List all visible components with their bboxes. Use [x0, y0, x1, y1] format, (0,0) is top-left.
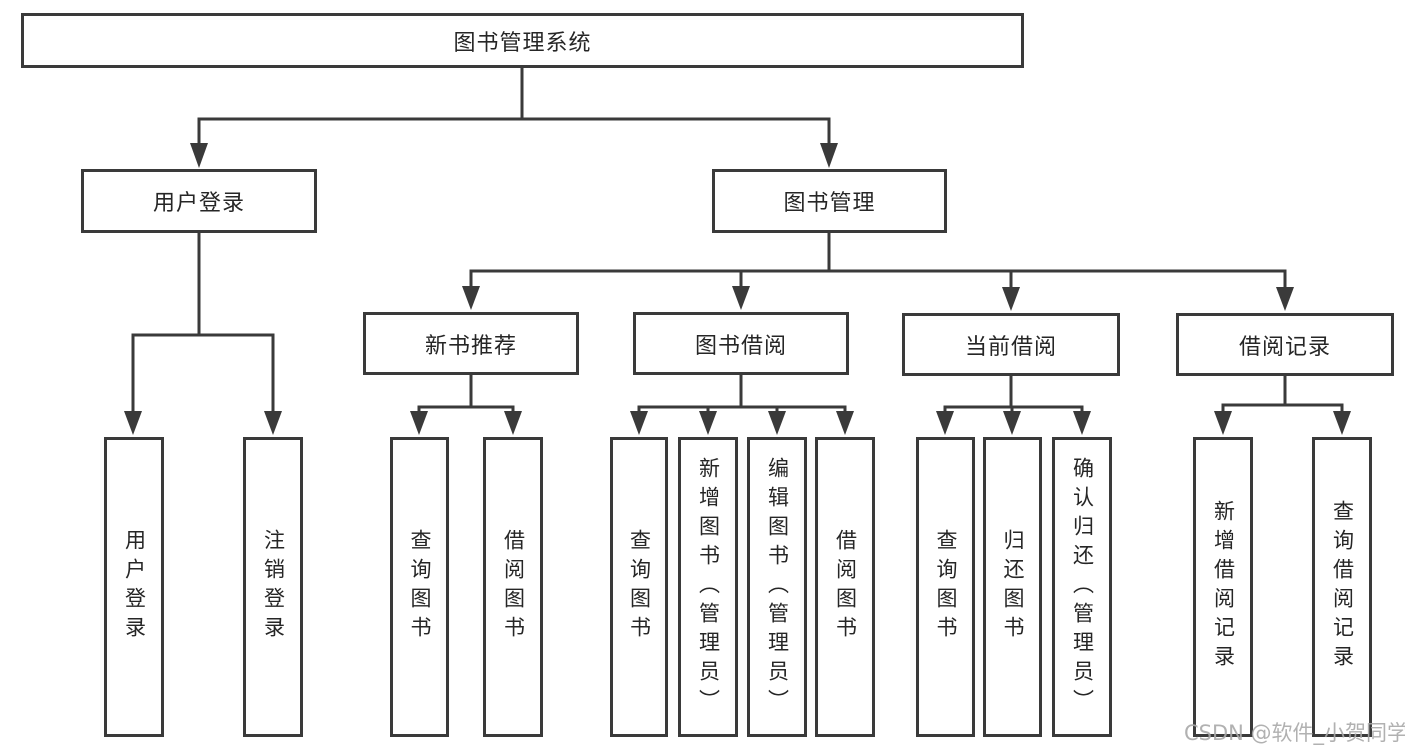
node-leaf-user-login: 用户登录	[104, 437, 164, 737]
node-book-borrowing-label: 图书借阅	[694, 333, 787, 359]
connector-bookmgmt-to-level3	[469, 232, 1287, 295]
connector-newrec-children	[417, 374, 515, 420]
node-leaf-logout: 注销登录	[243, 437, 303, 737]
arrowheads-userlogin-children	[124, 411, 282, 435]
arrowheads-bookborrow-children	[630, 411, 854, 435]
node-borrowing-records: 借阅记录	[1176, 313, 1394, 376]
connector-userlogin-children	[131, 232, 275, 420]
node-leaf-add-books-admin-label: 新增图书（管理员）	[696, 456, 721, 718]
node-book-borrowing: 图书借阅	[633, 312, 849, 375]
node-leaf-add-borrow-record-label: 新增借阅记录	[1211, 500, 1236, 674]
node-root-system-label: 图书管理系统	[453, 30, 592, 56]
node-leaf-user-login-label: 用户登录	[122, 529, 147, 645]
arrowheads-curborrow-children	[936, 411, 1091, 435]
node-user-login-label: 用户登录	[152, 191, 245, 216]
node-leaf-query-books-recommend: 查询图书	[390, 437, 449, 737]
node-leaf-return-books: 归还图书	[983, 437, 1042, 737]
node-leaf-borrow-books: 借阅图书	[815, 437, 875, 737]
node-leaf-query-borrow-record: 查询借阅记录	[1312, 437, 1372, 737]
node-leaf-borrow-books-recommend: 借阅图书	[483, 437, 543, 737]
arrowheads-borrowrec-children	[1214, 411, 1351, 435]
connector-bookborrow-children	[637, 374, 847, 420]
node-user-login: 用户登录	[81, 169, 317, 233]
node-leaf-query-books-current-label: 查询图书	[934, 529, 958, 645]
arrowheads-level2	[190, 143, 838, 168]
node-leaf-confirm-return-admin: 确认归还（管理员）	[1052, 437, 1112, 737]
node-leaf-edit-books-admin-label: 编辑图书（管理员）	[765, 456, 790, 718]
node-leaf-edit-books-admin: 编辑图书（管理员）	[747, 437, 807, 737]
node-root-system: 图书管理系统	[21, 13, 1024, 68]
node-new-book-recommend-label: 新书推荐	[424, 333, 517, 359]
node-leaf-add-borrow-record: 新增借阅记录	[1193, 437, 1253, 737]
node-book-management-label: 图书管理	[783, 191, 876, 216]
node-leaf-add-books-admin: 新增图书（管理员）	[678, 437, 738, 737]
node-leaf-borrow-books-label: 借阅图书	[833, 529, 858, 645]
node-leaf-borrow-books-recommend-label: 借阅图书	[501, 529, 526, 645]
node-current-borrowing-label: 当前借阅	[964, 334, 1057, 360]
node-new-book-recommend: 新书推荐	[363, 312, 579, 375]
node-book-management: 图书管理	[712, 169, 947, 233]
node-borrowing-records-label: 借阅记录	[1238, 334, 1331, 360]
node-leaf-query-books-borrowing: 查询图书	[610, 437, 668, 737]
arrowheads-level3	[462, 286, 1294, 311]
connector-root-to-level2	[197, 68, 831, 152]
csdn-watermark: CSDN @软件_小贺同学	[1184, 721, 1405, 745]
arrowheads-newrec-children	[410, 411, 522, 435]
node-leaf-return-books-label: 归还图书	[1001, 529, 1025, 645]
node-leaf-query-books-borrowing-label: 查询图书	[627, 529, 652, 645]
node-leaf-confirm-return-admin-label: 确认归还（管理员）	[1070, 456, 1095, 718]
node-leaf-query-books-current: 查询图书	[916, 437, 975, 737]
node-leaf-query-books-recommend-label: 查询图书	[408, 529, 432, 645]
node-leaf-query-borrow-record-label: 查询借阅记录	[1330, 500, 1355, 674]
connector-borrowrec-children	[1221, 375, 1344, 420]
node-current-borrowing: 当前借阅	[902, 313, 1120, 376]
node-leaf-logout-label: 注销登录	[261, 529, 286, 645]
